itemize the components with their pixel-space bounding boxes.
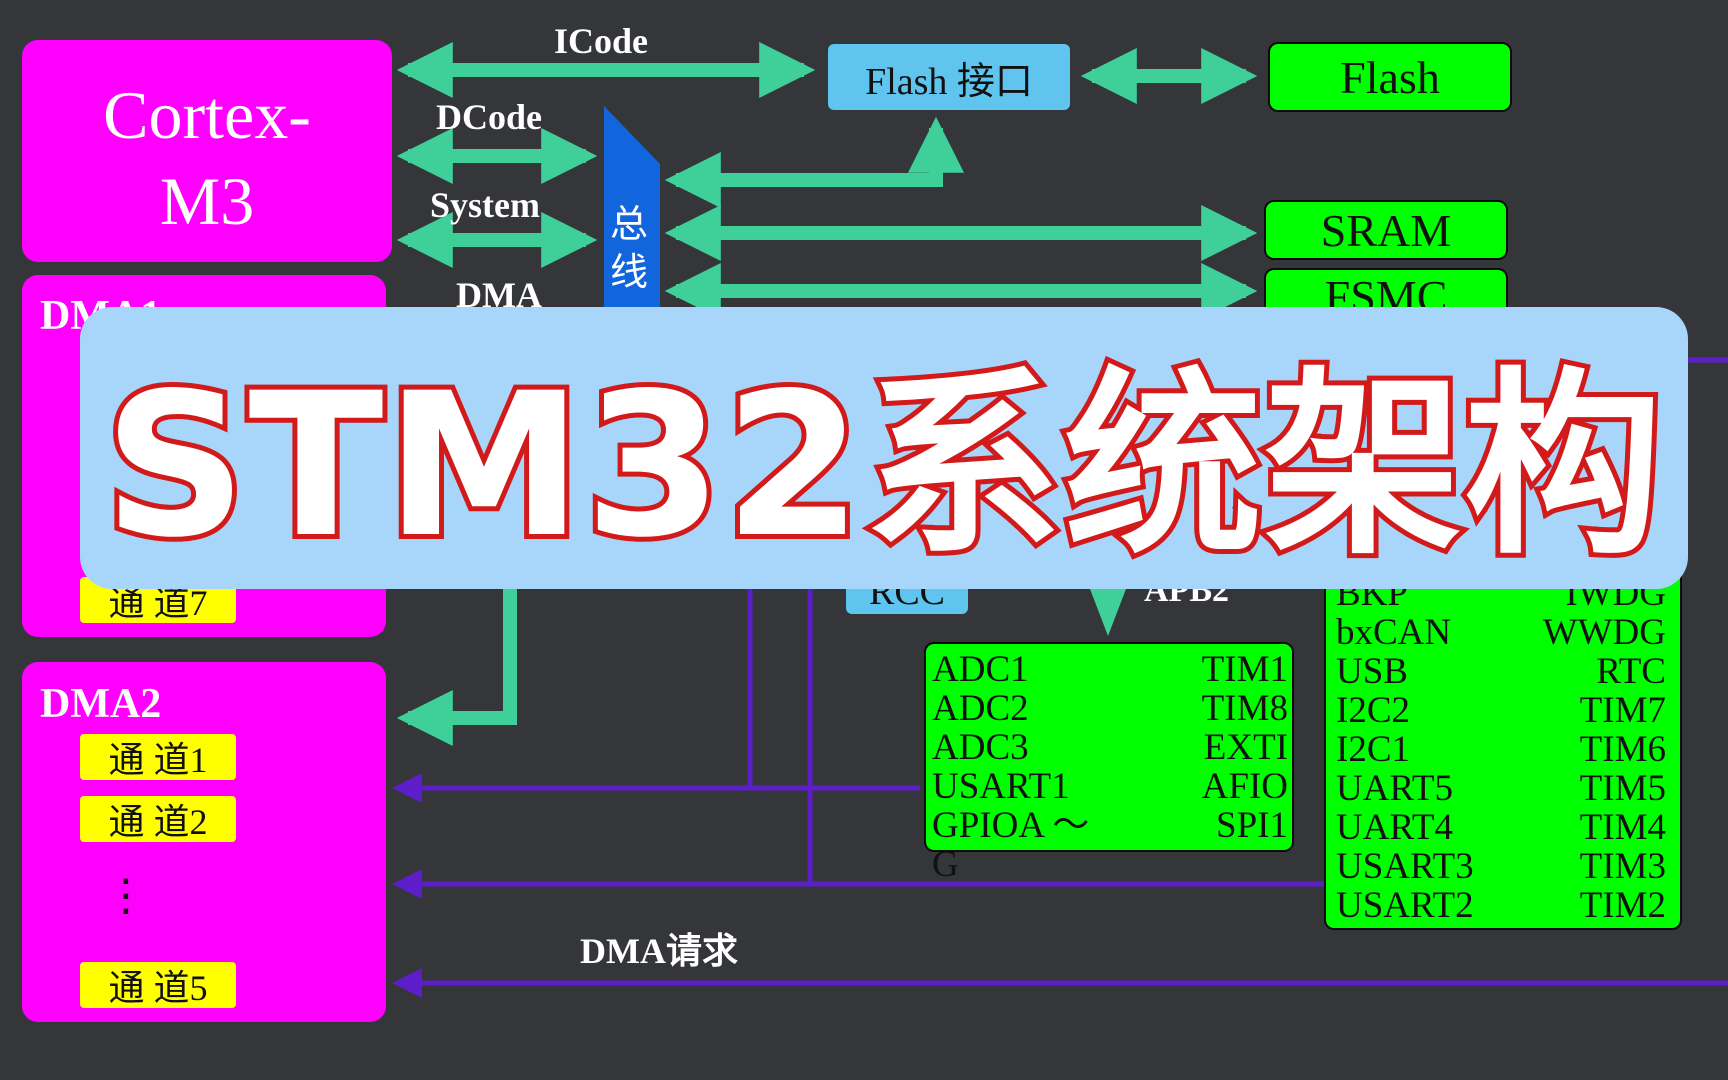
dcode-label: DCode — [436, 97, 542, 137]
flash-interface-block: Flash 接口 — [828, 44, 1070, 110]
flash-block: Flash — [1268, 42, 1512, 112]
apb1-periph-right-7: TIM3 — [1579, 846, 1666, 887]
bus-matrix-char2: 线 — [609, 250, 648, 294]
apb1-periph-left-1: bxCAN — [1336, 612, 1452, 653]
dma-request-label: DMA请求 — [580, 931, 738, 971]
dma2-title: DMA2 — [40, 681, 162, 727]
cortex-m3-block — [22, 40, 392, 262]
title-banner: STM32系统架构 — [80, 307, 1688, 589]
apb1-periph-right-5: TIM5 — [1579, 768, 1666, 809]
apb2-periph-left-4: GPIOA ～ G — [932, 805, 1090, 885]
apb1-periph-left-8: USART2 — [1336, 885, 1474, 926]
apb2-peripheral-block — [924, 642, 1294, 852]
apb1-peripheral-block — [1324, 560, 1682, 930]
apb1-periph-left-5: UART5 — [1336, 768, 1453, 809]
cortex-m3-line2: M3 — [159, 163, 255, 239]
dma2-channel-2: 通 道2 — [80, 796, 236, 842]
page-title: STM32系统架构 — [99, 345, 1667, 586]
system-label: System — [430, 185, 540, 225]
apb2-arrow — [1090, 589, 1126, 636]
bus-matrix-label: 总 线 — [606, 200, 652, 296]
apb1-periph-left-6: UART4 — [1336, 807, 1453, 848]
dma2-channel-1: 通 道1 — [80, 734, 236, 780]
apb1-periph-right-4: TIM6 — [1579, 729, 1666, 770]
apb2-periph-left-0: ADC1 — [932, 649, 1029, 690]
dma2-channel-ellipsis: ⋮ — [104, 870, 148, 921]
cortex-m3-label: Cortex- M3 — [22, 72, 392, 244]
apb1-periph-left-4: I2C1 — [1336, 729, 1410, 770]
apb2-periph-left-2: ADC3 — [932, 727, 1029, 768]
apb1-periph-right-6: TIM4 — [1579, 807, 1666, 848]
icode-label: ICode — [554, 21, 649, 61]
apb1-periph-right-8: TIM2 — [1579, 885, 1666, 926]
dma2-channel-5: 通 道5 — [80, 962, 236, 1008]
apb1-periph-left-7: USART3 — [1336, 846, 1474, 887]
bus-matrix-char1: 总 — [609, 202, 648, 246]
apb1-periph-left-3: I2C2 — [1336, 690, 1410, 731]
bus-matrix — [604, 106, 660, 330]
apb2-periph-left-3: USART1 — [932, 766, 1070, 807]
cortex-m3-line1: Cortex- — [103, 77, 311, 153]
apb2-periph-right-0: TIM1 — [1201, 649, 1288, 690]
apb2-periph-right-4: SPI1 — [1216, 805, 1288, 846]
apb1-periph-left-2: USB — [1336, 651, 1408, 692]
apb1-periph-right-3: TIM7 — [1579, 690, 1666, 731]
dma2-bus-arrow — [396, 589, 517, 746]
apb1-periph-right-2: RTC — [1596, 651, 1666, 692]
sram-block: SRAM — [1264, 200, 1508, 260]
apb2-periph-right-1: TIM8 — [1201, 688, 1288, 729]
apb2-periph-right-3: AFIO — [1201, 766, 1288, 807]
apb2-periph-left-1: ADC2 — [932, 688, 1029, 729]
apb2-periph-right-2: EXTI — [1203, 727, 1288, 768]
bus-to-flash-interface-arrow — [664, 116, 964, 208]
apb1-periph-right-1: WWDG — [1542, 612, 1666, 653]
